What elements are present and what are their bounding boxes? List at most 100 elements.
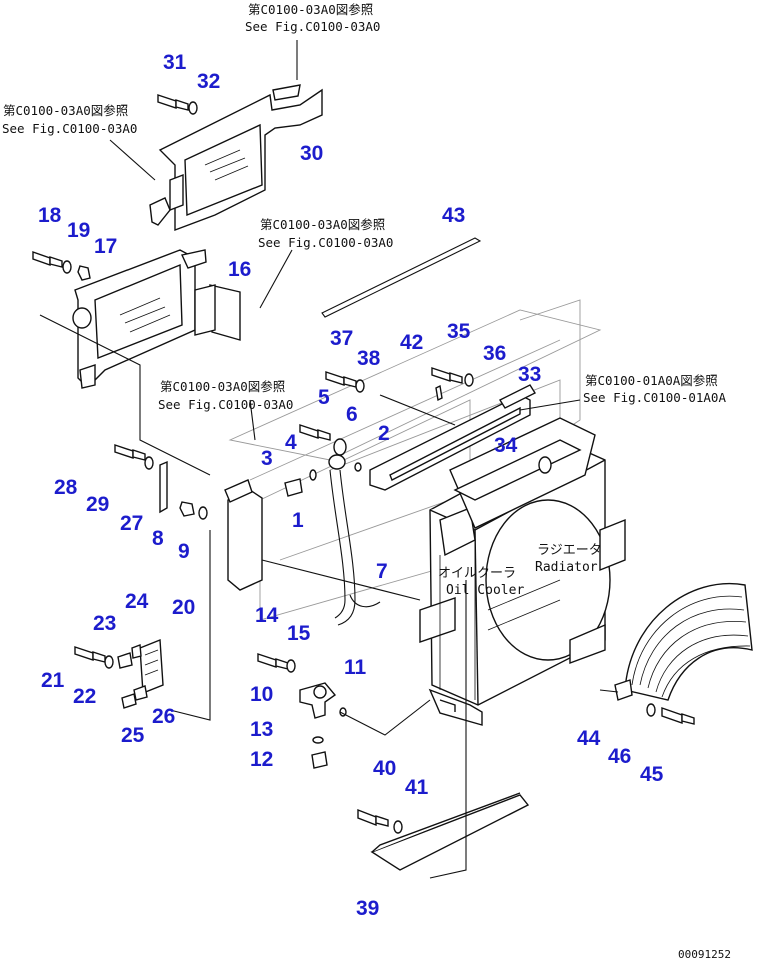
part-10-elbow <box>299 682 337 719</box>
callout-15: 15 <box>287 622 311 645</box>
part-1-tube <box>328 454 356 626</box>
callout-24: 24 <box>125 590 149 613</box>
reference-mid-jp: 第C0100-03A0図参照 <box>260 217 385 232</box>
callout-45: 45 <box>640 763 664 786</box>
part-3-bolt <box>284 478 303 497</box>
part-43-rod <box>321 237 482 318</box>
callout-13: 13 <box>250 718 273 741</box>
callout-29: 29 <box>86 493 109 516</box>
callout-4: 4 <box>285 431 297 454</box>
callout-7: 7 <box>376 560 388 583</box>
callout-16: 16 <box>228 258 251 281</box>
part-42-pin <box>435 384 443 402</box>
part-35-bolt <box>431 367 463 384</box>
part-30-cooler <box>149 84 323 232</box>
reference-left-en: See Fig.C0100-03A0 <box>2 121 137 136</box>
part-16-cooler <box>72 249 241 389</box>
callout-6: 6 <box>346 403 358 426</box>
part-33-bracket <box>369 384 537 491</box>
reference-mid-en: See Fig.C0100-03A0 <box>258 235 393 250</box>
part-25-fitting <box>121 693 137 709</box>
callout-43: 43 <box>442 204 465 227</box>
callout-32: 32 <box>197 70 220 93</box>
callout-1: 1 <box>292 509 304 532</box>
callout-22: 22 <box>73 685 96 708</box>
callout-46: 46 <box>608 745 631 768</box>
callout-39: 39 <box>356 897 379 920</box>
part-4-oring <box>309 469 317 481</box>
part-27-bracket <box>159 460 168 514</box>
callout-21: 21 <box>41 669 65 692</box>
callout-8: 8 <box>152 527 164 550</box>
part-6-clamp <box>333 438 347 456</box>
part-2-pin <box>354 462 362 472</box>
part-32-washer <box>188 101 198 115</box>
radiator-assembly <box>419 417 626 726</box>
callout-44: 44 <box>577 727 601 750</box>
reference-left: 第C0100-03A0図参照 See Fig.C0100-03A0 <box>2 103 137 136</box>
callout-5: 5 <box>318 386 330 409</box>
part-24-fitting <box>131 644 142 659</box>
part-12-plug <box>311 751 328 769</box>
part-40-bolt <box>357 808 389 827</box>
part-36-washer <box>464 373 474 387</box>
part-45-bolt <box>661 707 695 725</box>
callout-40: 40 <box>373 757 396 780</box>
callout-2: 2 <box>378 422 390 445</box>
part-29-washer <box>144 456 154 470</box>
callout-17: 17 <box>94 235 117 258</box>
callout-3: 3 <box>261 447 273 470</box>
part-17-nut <box>77 265 91 281</box>
part-7-hose <box>349 594 381 608</box>
callout-41: 41 <box>405 776 429 799</box>
part-5-bolt <box>299 424 331 441</box>
part-19-washer <box>62 260 72 274</box>
callout-26: 26 <box>152 705 175 728</box>
part-39-plate <box>370 792 530 871</box>
callout-30: 30 <box>300 142 323 165</box>
oilcooler-label-jp: オイルクーラ <box>438 566 516 581</box>
callout-10: 10 <box>250 683 273 706</box>
part-15-washer <box>286 659 296 673</box>
callout-36: 36 <box>483 342 506 365</box>
radiator-label-en: Radiator <box>535 560 598 575</box>
part-46-washer <box>646 703 656 717</box>
part-28-bolt <box>114 444 146 461</box>
callout-31: 31 <box>163 51 187 74</box>
callout-20: 20 <box>172 596 195 619</box>
reference-mid: 第C0100-03A0図参照 See Fig.C0100-03A0 <box>258 217 393 250</box>
reference-top: 第C0100-03A0図参照 See Fig.C0100-03A0 <box>245 2 380 34</box>
callout-35: 35 <box>447 320 471 343</box>
callouts: 1 2 3 4 5 6 7 8 9 10 11 12 13 14 15 16 1… <box>38 51 664 920</box>
part-26-block <box>133 685 148 701</box>
part-31-bolt <box>157 94 189 111</box>
part-38-washer <box>355 379 365 393</box>
part-37-bolt <box>325 371 357 388</box>
oilcooler-label-en: Oil Cooler <box>446 583 524 598</box>
callout-25: 25 <box>121 724 145 747</box>
part-22-washer <box>104 655 114 669</box>
reference-top-en: See Fig.C0100-03A0 <box>245 19 380 34</box>
reference-bracket-jp: 第C0100-03A0図参照 <box>160 379 285 394</box>
callout-11: 11 <box>344 656 367 679</box>
callout-42: 42 <box>400 331 423 354</box>
callout-28: 28 <box>54 476 78 499</box>
callout-34: 34 <box>494 434 518 457</box>
part-23-fitting <box>117 652 133 669</box>
reference-bracket: 第C0100-03A0図参照 See Fig.C0100-03A0 <box>158 379 293 412</box>
callout-38: 38 <box>357 347 381 370</box>
leader-lines <box>39 40 619 879</box>
callout-27: 27 <box>120 512 143 535</box>
callout-12: 12 <box>250 748 273 771</box>
callout-14: 14 <box>255 604 279 627</box>
part-9-washer <box>198 506 208 520</box>
reference-left-jp: 第C0100-03A0図参照 <box>3 103 128 118</box>
reference-bracket-en: See Fig.C0100-03A0 <box>158 397 293 412</box>
part-8-nut <box>179 501 195 517</box>
part-21-bolt <box>74 646 106 663</box>
drawing-number: 00091252 <box>678 948 731 961</box>
part-14-bolt <box>257 653 289 670</box>
callout-9: 9 <box>178 540 190 563</box>
